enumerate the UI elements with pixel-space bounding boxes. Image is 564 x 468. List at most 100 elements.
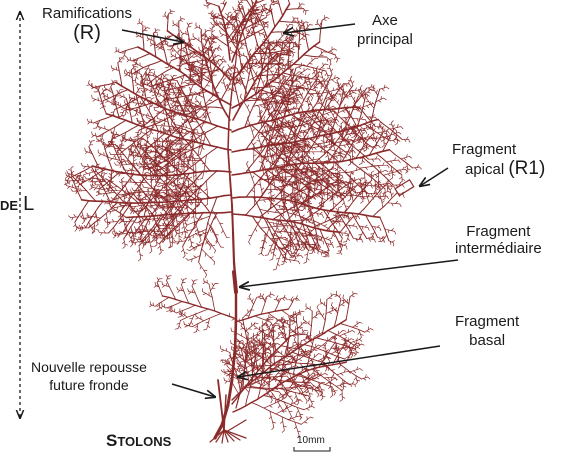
- frond-branch: [386, 87, 389, 89]
- frond-branch: [254, 143, 256, 145]
- frond-branch: [218, 147, 225, 149]
- frond-branch: [119, 118, 126, 120]
- frond-branch: [129, 94, 130, 97]
- frond-branch: [331, 69, 333, 72]
- frond-branch: [336, 60, 338, 63]
- frond-branch: [208, 30, 211, 31]
- frond-branch: [359, 163, 362, 164]
- frond-branch: [126, 69, 127, 72]
- frond-branch: [139, 140, 140, 143]
- frond-branch: [119, 62, 122, 63]
- frond-branch: [257, 65, 261, 67]
- frond-branch: [157, 79, 159, 82]
- frond-branch: [139, 73, 141, 74]
- frond-branch: [231, 52, 234, 53]
- frond-branch: [299, 101, 301, 104]
- frond-branch: [204, 34, 207, 35]
- frond-branch: [165, 218, 170, 219]
- frond-branch: [144, 187, 150, 188]
- frond-branch: [209, 96, 213, 100]
- frond-branch: [191, 85, 193, 90]
- frond-branch: [318, 166, 319, 170]
- frond-branch: [136, 77, 138, 79]
- frond-branch: [160, 87, 163, 88]
- frond-branch: [160, 142, 163, 143]
- frond-branch: [283, 89, 284, 92]
- frond-branch: [177, 81, 180, 88]
- frond-branch: [192, 54, 195, 57]
- frond-branch: [247, 105, 249, 108]
- frond-branch: [134, 103, 138, 104]
- frond-branch: [172, 102, 175, 104]
- frond-branch: [305, 12, 306, 15]
- frond-branch: [138, 56, 144, 58]
- frond-branch: [365, 120, 366, 123]
- frond-branch: [354, 97, 355, 100]
- frond-branch: [338, 100, 339, 103]
- frond-branch: [366, 131, 367, 134]
- frond-branch: [299, 55, 304, 60]
- frond-branch: [92, 154, 95, 161]
- frond-branch: [272, 13, 273, 20]
- frond-branch: [304, 55, 312, 56]
- frond-branch: [206, 129, 212, 132]
- frond-branch: [314, 42, 320, 46]
- frond-branch: [380, 89, 382, 90]
- frond-branch: [317, 20, 318, 23]
- frond-branch: [321, 80, 322, 83]
- frond-branch: [203, 171, 210, 172]
- frond-branch: [89, 141, 91, 144]
- frond-branch: [371, 120, 378, 122]
- frond-branch: [332, 109, 339, 110]
- frond-branch: [333, 89, 338, 90]
- frond-branch: [128, 90, 134, 94]
- frond-branch: [112, 69, 114, 70]
- frond-branch: [217, 20, 218, 23]
- frond-branch: [328, 96, 331, 97]
- frond-branch: [298, 24, 299, 27]
- frond-branch: [291, 47, 293, 48]
- frond-branch: [409, 140, 410, 143]
- frond-branch: [149, 84, 152, 86]
- frond-branch: [333, 94, 334, 97]
- frond-branch: [374, 90, 376, 93]
- frond-branch: [265, 12, 267, 14]
- frond-branch: [306, 27, 308, 29]
- frond-branch: [239, 149, 246, 150]
- frond-branch: [187, 29, 188, 35]
- frond-branch: [143, 89, 144, 92]
- frond-branch: [137, 209, 139, 211]
- frond-branch: [182, 141, 184, 144]
- frond-branch: [172, 117, 173, 122]
- frond-branch: [244, 102, 247, 108]
- frond-branch: [141, 114, 143, 121]
- frond-branch: [145, 105, 149, 111]
- frond-branch: [135, 103, 137, 105]
- frond-branch: [131, 211, 133, 213]
- frond-branch: [354, 151, 356, 153]
- frond-branch: [136, 83, 139, 85]
- frond-branch: [328, 52, 335, 55]
- frond-branch: [161, 89, 163, 91]
- frond-branch: [117, 90, 118, 93]
- frond-branch: [364, 121, 371, 124]
- frond-branch: [237, 20, 240, 21]
- frond-branch: [133, 152, 136, 153]
- frond-branch: [182, 33, 184, 35]
- frond-branch: [239, 173, 246, 174]
- frond-branch: [272, 76, 273, 79]
- frond-branch: [134, 156, 136, 158]
- frond-branch: [250, 162, 254, 167]
- frond-branch: [255, 6, 257, 8]
- frond-branch: [92, 95, 93, 98]
- frond-branch: [172, 147, 174, 150]
- frond-branch: [393, 140, 395, 142]
- frond-branch: [192, 184, 194, 187]
- frond-branch: [282, 52, 285, 53]
- frond-branch: [249, 49, 251, 52]
- frond-branch: [281, 69, 283, 71]
- frond-branch: [188, 99, 191, 100]
- frond-branch: [121, 108, 123, 110]
- frond-branch: [266, 23, 268, 25]
- frond-branch: [294, 68, 296, 75]
